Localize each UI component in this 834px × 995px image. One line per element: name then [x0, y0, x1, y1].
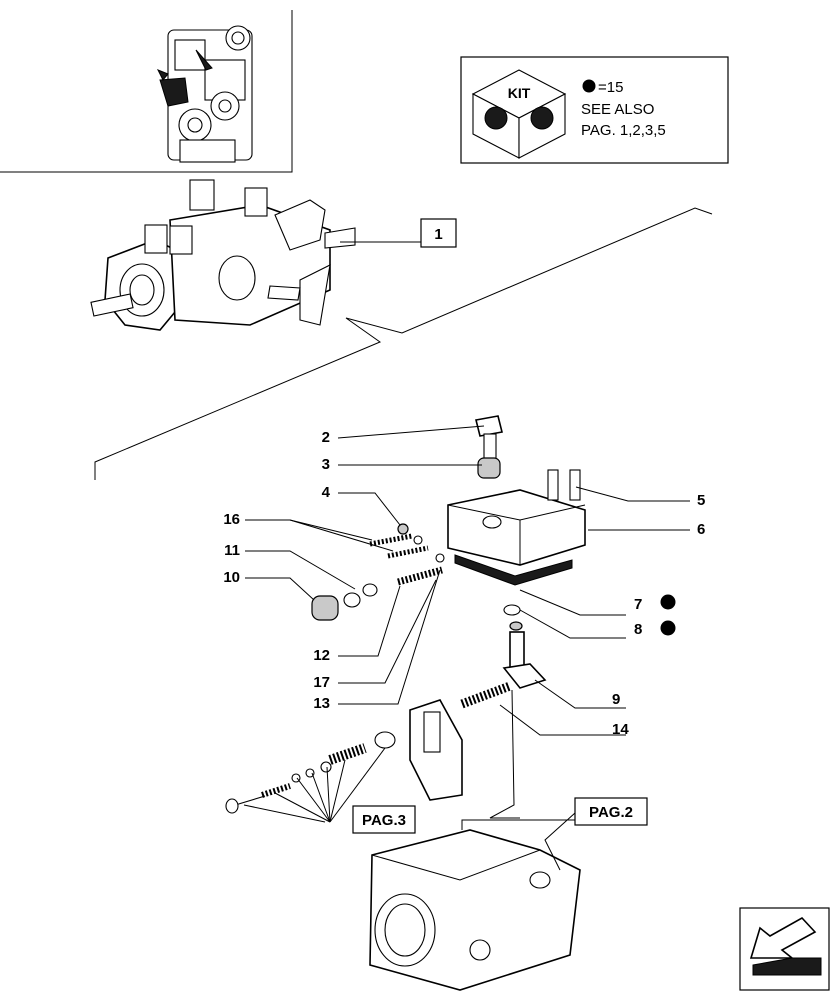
assembly-ref-label: 1 [434, 226, 442, 243]
pag2-box[interactable] [574, 797, 648, 826]
part-governor-arm [225, 699, 463, 814]
injection-pump-assembly [90, 179, 356, 331]
callout-14: 14 [612, 721, 629, 738]
callout-12: 12 [313, 647, 330, 664]
kit-label: KIT [508, 85, 531, 101]
part-ring-11 [343, 583, 378, 608]
kit-dot-note: =15 [598, 79, 623, 96]
part-washer-3 [477, 457, 501, 479]
kit-dot-7-icon [660, 594, 676, 610]
callout-6: 6 [697, 521, 705, 538]
pag3-label: PAG.3 [362, 812, 406, 829]
part-cap-10 [311, 595, 339, 621]
next-page-arrow-icon [749, 916, 817, 959]
part-springs-left [369, 523, 445, 586]
kit-dot-8-icon [660, 620, 676, 636]
callout-13: 13 [313, 695, 330, 712]
engine-sketch [156, 25, 253, 163]
kit-see-also: SEE ALSO [581, 101, 654, 118]
kit-legend-box: KIT =15 SEE ALSO PAG. 1,2,3,5 [460, 56, 729, 164]
callout-17: 17 [313, 674, 330, 691]
callout-labels: 2 3 4 16 11 10 12 17 13 5 6 7 8 9 14 [223, 429, 705, 738]
callout-4: 4 [322, 484, 331, 501]
kit-pages: PAG. 1,2,3,5 [581, 122, 666, 139]
thumbnail-frame [0, 10, 293, 173]
callout-16: 16 [223, 511, 240, 528]
leader-lines [243, 425, 690, 871]
assembly-ref-box[interactable] [420, 218, 457, 248]
callout-9: 9 [612, 691, 620, 708]
callout-11: 11 [224, 542, 240, 559]
callout-8: 8 [634, 621, 642, 638]
page-ref-pag2[interactable]: PAG.2 [574, 797, 648, 826]
detail-break-line [94, 207, 713, 480]
part-banjo-bolt [475, 415, 503, 461]
pag3-box[interactable] [352, 805, 416, 834]
assembly-reference: 1 [340, 218, 457, 248]
part-lever-shaft [502, 631, 547, 689]
pointer-arrow-icon [195, 49, 213, 71]
callout-2: 2 [322, 429, 330, 446]
kit-dot-icon [582, 79, 596, 93]
part-governor-cover [447, 469, 586, 586]
kit-cube-icon: KIT [471, 69, 567, 159]
part-pump-housing [369, 829, 581, 991]
page-ref-pag3[interactable]: PAG.3 [352, 805, 416, 834]
callout-3: 3 [322, 456, 330, 473]
callout-10: 10 [223, 569, 240, 586]
callout-5: 5 [697, 492, 705, 509]
pag2-label: PAG.2 [589, 804, 633, 821]
part-seals-7-8 [503, 604, 523, 631]
highlight-pump-marker [159, 77, 189, 107]
part-spring-14 [460, 681, 512, 709]
callout-7: 7 [634, 596, 642, 613]
next-page-button[interactable] [739, 907, 830, 991]
engine-thumbnail [0, 10, 293, 173]
part-gasket [454, 554, 573, 586]
